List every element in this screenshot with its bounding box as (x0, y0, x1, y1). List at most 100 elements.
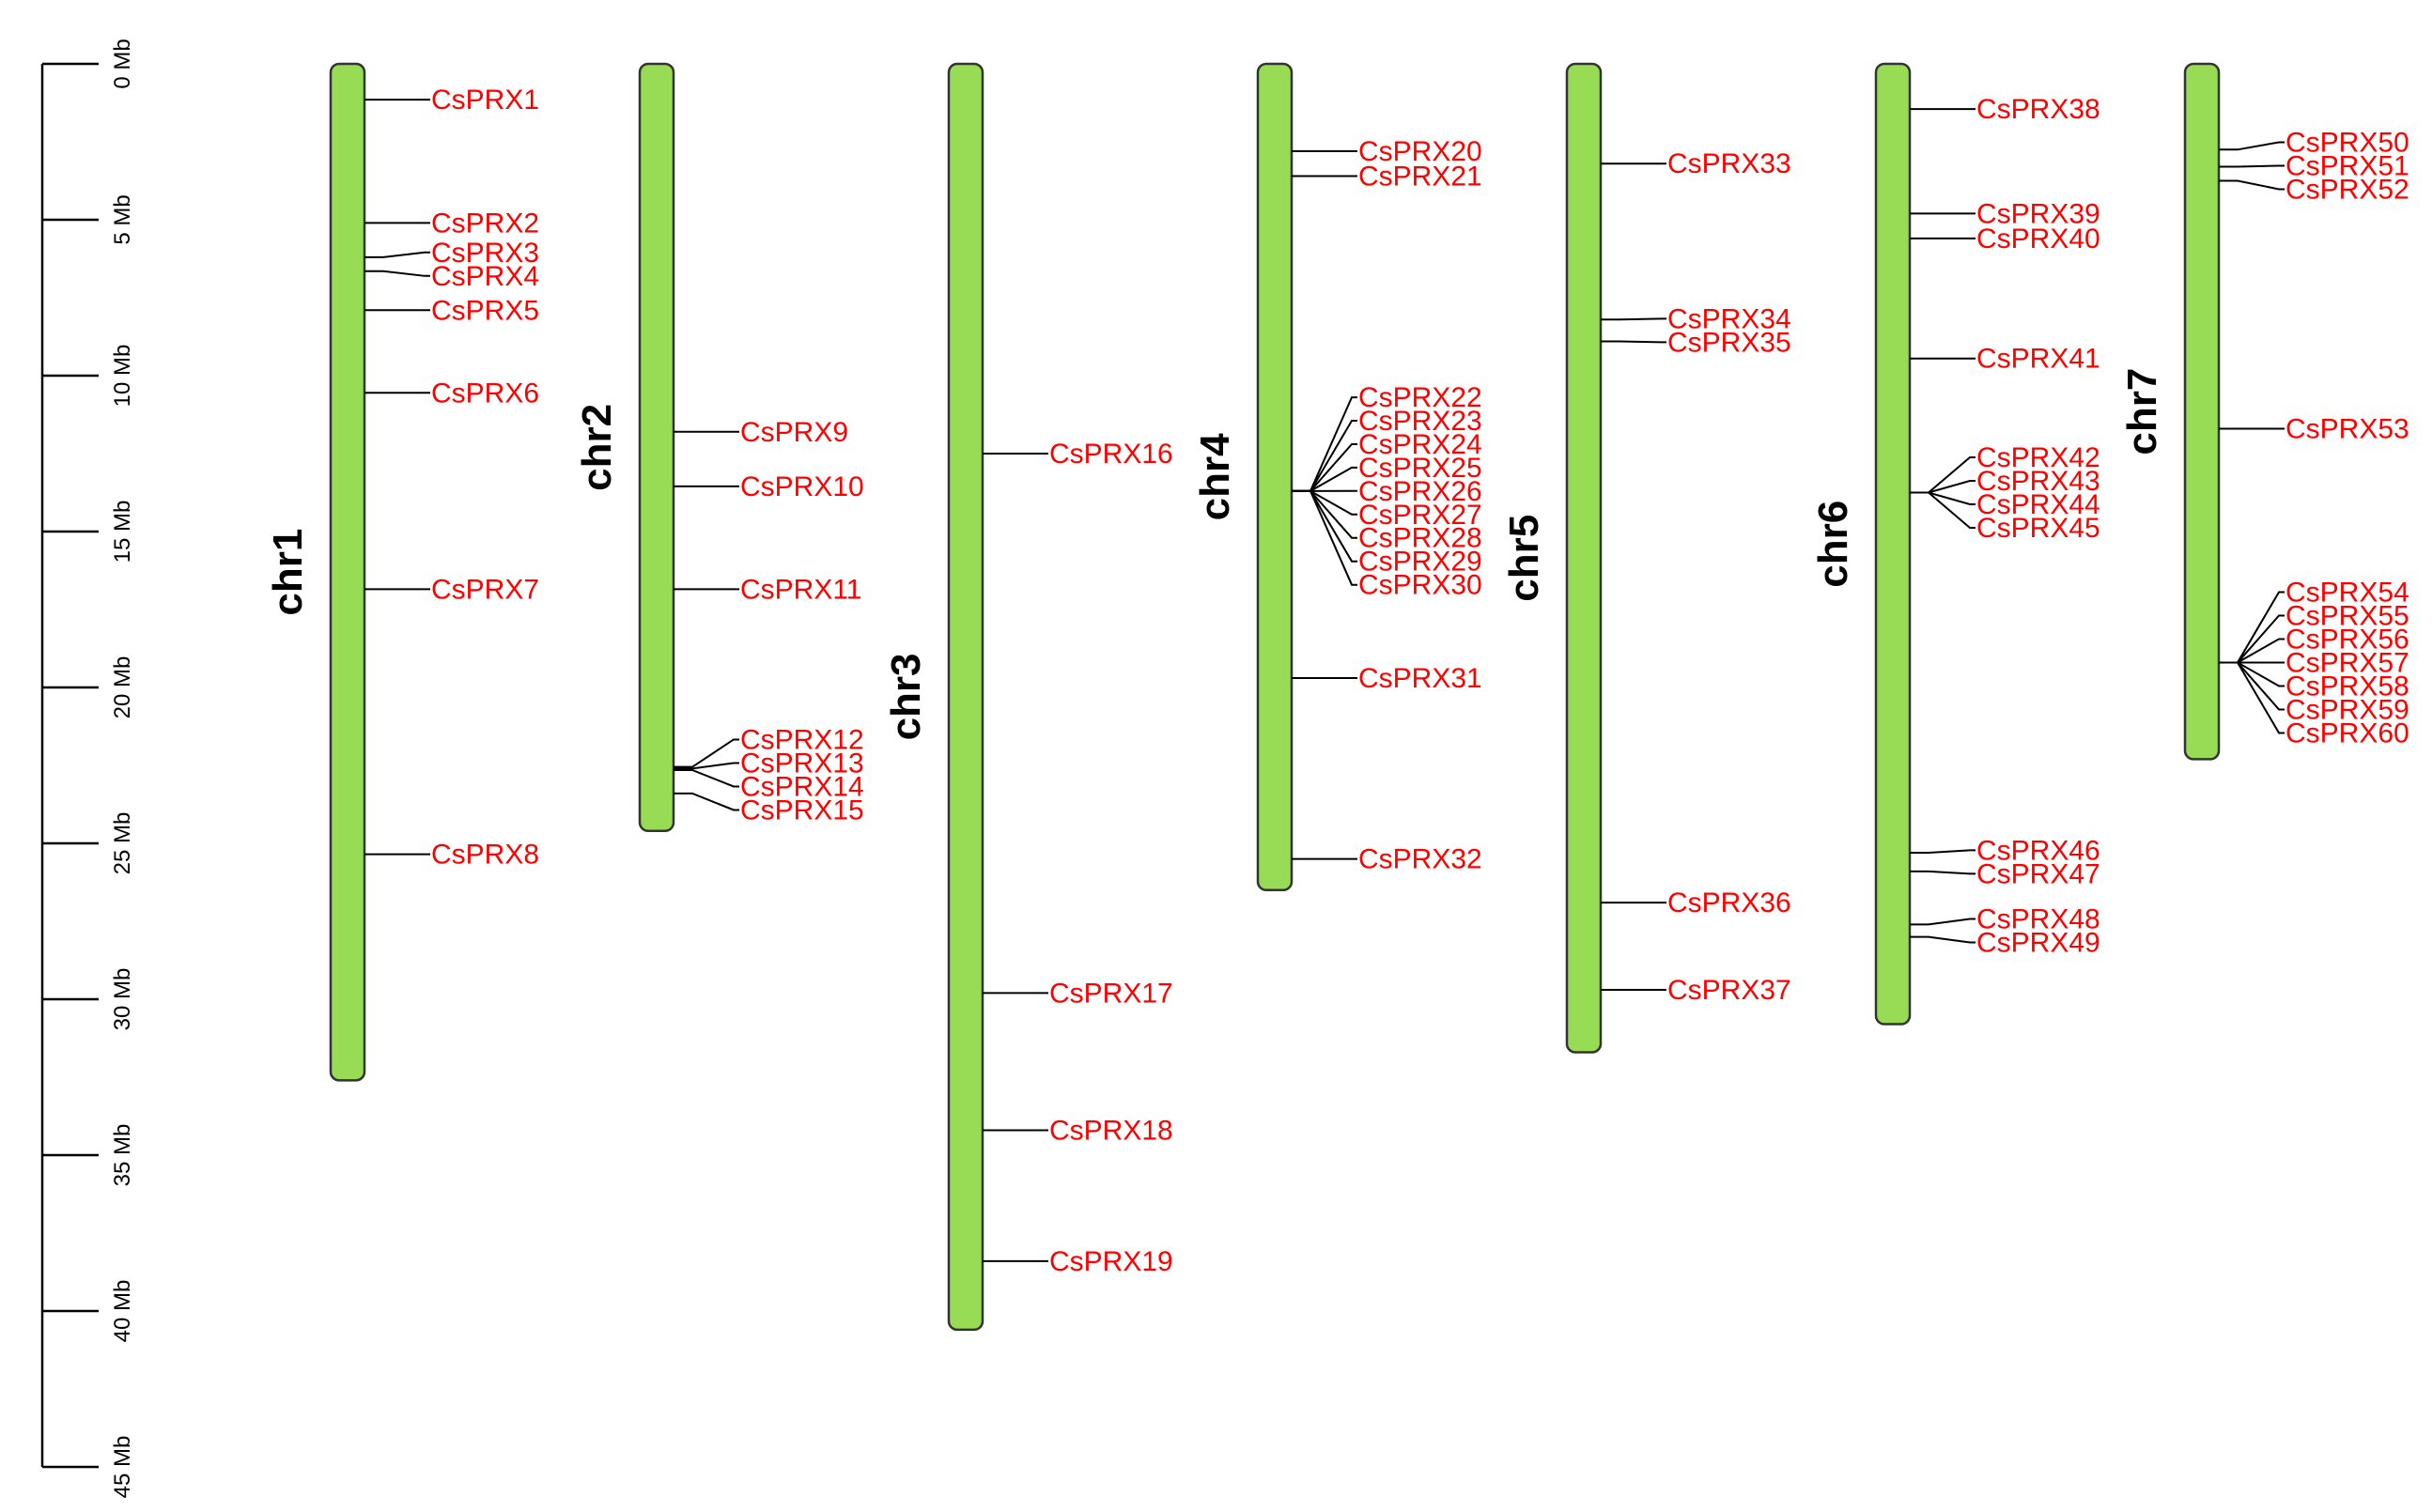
chromosome-label: chr1 (265, 529, 311, 616)
gene-connector (674, 792, 739, 811)
gene-label: CsPRX56 (2286, 624, 2410, 655)
gene-label: CsPRX23 (1358, 406, 1482, 437)
gene-label: CsPRX55 (2286, 600, 2410, 631)
gene-connector (1292, 489, 1357, 586)
gene-label: CsPRX41 (1976, 344, 2100, 375)
gene-connector (1910, 870, 1976, 875)
scale-tick-label: 25 Mb (110, 812, 135, 875)
gene-connector (1910, 491, 1976, 505)
gene-connector (1910, 935, 1976, 944)
gene-label: CsPRX44 (1976, 489, 2100, 520)
scale-tick-label: 10 Mb (110, 345, 135, 408)
chromosome-chr1: chr1CsPRX1CsPRX2CsPRX3CsPRX4CsPRX5CsPRX6… (265, 62, 539, 1082)
gene-label: CsPRX49 (1976, 927, 2100, 958)
gene-connector (364, 270, 430, 277)
chromosome-bar (1874, 62, 1912, 1026)
scale-tick-label: 30 Mb (110, 968, 135, 1031)
gene-label: CsPRX5 (431, 295, 539, 326)
gene-label: CsPRX45 (1976, 513, 2100, 544)
scale-tick-label: 15 Mb (110, 501, 135, 563)
gene-label: CsPRX48 (1976, 903, 2100, 934)
gene-connector (1292, 489, 1357, 516)
gene-label: CsPRX14 (740, 771, 864, 802)
chromosome-bar (2183, 62, 2221, 761)
chromosome-panel: chr1CsPRX1CsPRX2CsPRX3CsPRX4CsPRX5CsPRX6… (265, 62, 2410, 1332)
gene-connector (674, 762, 739, 770)
gene-connector (1910, 849, 1976, 854)
gene-connector (2219, 661, 2285, 734)
gene-label: CsPRX25 (1358, 453, 1482, 484)
chromosome-bar (1565, 62, 1603, 1054)
gene-connector (1601, 340, 1666, 344)
gene-label: CsPRX3 (431, 238, 539, 269)
gene-label: CsPRX26 (1358, 476, 1482, 507)
gene-label: CsPRX57 (2286, 647, 2410, 678)
gene-label: CsPRX40 (1976, 224, 2100, 255)
gene-label: CsPRX38 (1976, 94, 2100, 125)
gene-label: CsPRX19 (1049, 1246, 1173, 1277)
gene-label: CsPRX6 (431, 378, 539, 409)
gene-connector (1292, 489, 1357, 563)
chromosome-label: chr4 (1192, 433, 1238, 520)
chromosome-label: chr6 (1810, 501, 1856, 588)
gene-label: CsPRX1 (431, 85, 539, 116)
gene-label: CsPRX13 (740, 748, 864, 779)
gene-connector (674, 768, 739, 788)
gene-connector (1601, 317, 1666, 321)
gene-label: CsPRX34 (1667, 303, 1791, 334)
chromosome-label: chr2 (574, 404, 620, 491)
gene-connector (1292, 396, 1357, 492)
chromosome-bar (638, 62, 675, 832)
gene-label: CsPRX32 (1358, 844, 1482, 875)
gene-label: CsPRX36 (1667, 887, 1791, 918)
gene-label: CsPRX24 (1358, 429, 1482, 460)
gene-label: CsPRX43 (1976, 466, 2100, 497)
gene-label: CsPRX15 (740, 795, 864, 825)
gene-label: CsPRX29 (1358, 547, 1482, 578)
chromosome-chr7: chr7CsPRX50CsPRX51CsPRX52CsPRX53CsPRX54C… (2119, 62, 2410, 761)
gene-label: CsPRX30 (1358, 570, 1482, 601)
scale-tick-label: 0 Mb (110, 39, 135, 88)
gene-label: CsPRX12 (740, 724, 864, 755)
chromosome-label: chr3 (883, 653, 929, 740)
gene-label: CsPRX22 (1358, 382, 1482, 413)
gene-label: CsPRX60 (2286, 717, 2410, 748)
chromosome-chr6: chr6CsPRX38CsPRX39CsPRX40CsPRX41CsPRX42C… (1810, 62, 2100, 1026)
gene-connector (2219, 141, 2285, 151)
chromosome-bar (329, 62, 366, 1082)
chromosome-label: chr7 (2119, 368, 2165, 455)
scale-tick-label: 35 Mb (110, 1124, 135, 1187)
gene-label: CsPRX59 (2286, 694, 2410, 725)
gene-label: CsPRX50 (2286, 127, 2410, 158)
chromosome-label: chr5 (1501, 515, 1547, 602)
gene-connector (1910, 480, 1976, 494)
gene-label: CsPRX27 (1358, 500, 1482, 531)
gene-label: CsPRX10 (740, 471, 864, 502)
gene-label: CsPRX20 (1358, 136, 1482, 167)
gene-label: CsPRX54 (2286, 577, 2410, 608)
gene-label: CsPRX46 (1976, 835, 2100, 866)
gene-label: CsPRX17 (1049, 978, 1173, 1009)
gene-label: CsPRX51 (2286, 150, 2410, 181)
gene-connector (1910, 456, 1976, 494)
scale-tick-label: 40 Mb (110, 1280, 135, 1343)
gene-label: CsPRX11 (740, 574, 862, 605)
gene-label: CsPRX9 (740, 417, 848, 448)
gene-label: CsPRX47 (1976, 858, 2100, 889)
gene-connector (2219, 638, 2285, 664)
gene-label: CsPRX31 (1358, 663, 1482, 694)
gene-connector (364, 251, 430, 258)
gene-label: CsPRX33 (1667, 148, 1791, 179)
gene-label: CsPRX39 (1976, 198, 2100, 229)
gene-connector (674, 738, 739, 768)
gene-label: CsPRX37 (1667, 975, 1791, 1006)
scale-tick-label: 5 Mb (110, 194, 135, 244)
gene-connector (2219, 591, 2285, 664)
gene-label: CsPRX52 (2286, 174, 2410, 205)
gene-label: CsPRX16 (1049, 439, 1173, 470)
gene-label: CsPRX8 (431, 840, 539, 871)
